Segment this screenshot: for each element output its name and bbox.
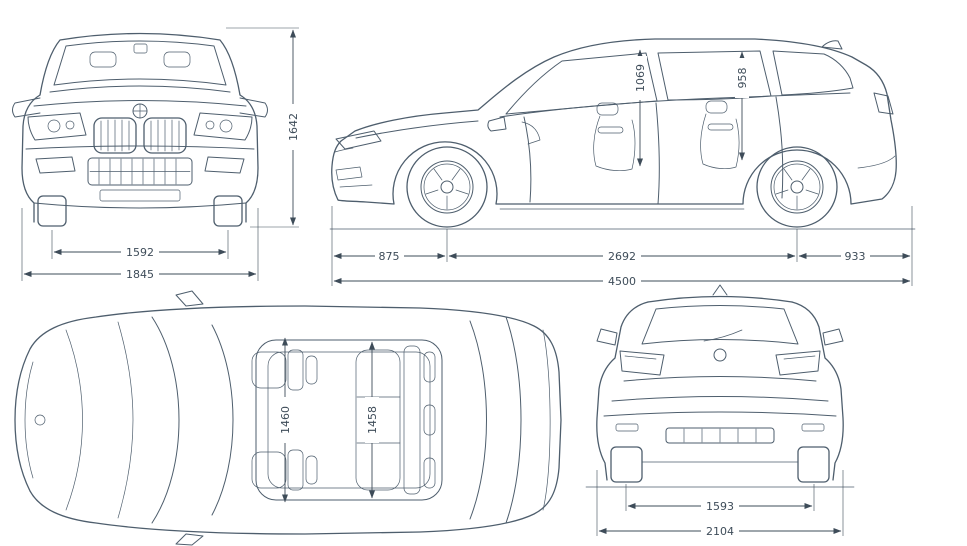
door-handle-rear	[707, 123, 734, 131]
side-mirror-icon	[487, 116, 507, 132]
front-body-right	[239, 94, 259, 223]
air-inlet-left	[35, 156, 76, 174]
antenna-fin-icon	[821, 40, 843, 50]
side-view-length-dimensions: 875 2692 933 4500	[331, 206, 913, 288]
front-seat-outline	[593, 115, 636, 172]
top-view	[14, 290, 562, 546]
tailgate-crease-lower	[611, 396, 829, 402]
tailgate-edge-arc	[542, 329, 551, 511]
overall-width-dim-label: 1845	[126, 268, 154, 281]
front-seat-headrest	[596, 102, 619, 116]
headrest-right	[163, 51, 191, 68]
front-overhang-dim-label: 875	[379, 250, 400, 263]
top-mirror-lower-icon	[175, 533, 204, 546]
hood-line	[33, 100, 247, 107]
hood-roundel-icon	[34, 414, 46, 426]
windshield	[53, 40, 227, 86]
rear-window-arc	[505, 316, 522, 524]
bumper-bottom	[33, 202, 247, 209]
rear-mirror-right-icon	[822, 328, 844, 346]
rear-body-right	[791, 301, 844, 481]
headlight-left	[27, 112, 87, 141]
rear-headroom-dim-label: 958	[736, 68, 749, 89]
rear-body-left	[596, 301, 649, 481]
skid-plate	[99, 189, 181, 202]
beltline	[499, 92, 851, 118]
bumper-line	[25, 145, 255, 150]
rearview-mirror	[133, 43, 148, 54]
rear-view	[585, 284, 855, 488]
rear-track-dim-label: 1593	[706, 500, 734, 513]
kidney-grille-right	[143, 117, 187, 154]
rear-overhang-dim-label: 933	[845, 250, 866, 263]
side-view	[329, 38, 916, 230]
rear-wiper	[703, 329, 743, 342]
reflector-right	[801, 423, 825, 432]
rear-side-window	[657, 50, 772, 101]
rear-window	[641, 305, 799, 345]
door-cut-lines	[523, 96, 784, 205]
front-headroom-dim-label: 1069	[634, 64, 647, 92]
front-roof-outline	[39, 32, 241, 96]
front-wheel	[406, 146, 488, 228]
rear-antenna-fin-icon	[712, 284, 728, 296]
wheelbase-dim-label: 2692	[608, 250, 636, 263]
taillight-side	[873, 92, 894, 115]
air-inlet-right	[204, 156, 245, 174]
rear-roundel-icon	[713, 348, 727, 362]
overall-height-dim-label: 1642	[287, 113, 300, 141]
roof-panel-outer	[255, 339, 443, 501]
tire-rear-left	[610, 446, 643, 483]
taillight-left	[619, 350, 665, 376]
side-silhouette	[331, 38, 897, 205]
hood-creases	[65, 321, 134, 519]
taillight-right	[775, 350, 821, 376]
headrest-left	[89, 51, 117, 68]
rear-bumper-line	[857, 155, 896, 169]
rear-bumper-top	[603, 411, 837, 417]
side-headlight	[335, 130, 382, 150]
width-incl-mirrors-dim-label: 2104	[706, 525, 734, 538]
roof-front-arc	[211, 324, 234, 516]
interior-width-front-dim-label: 1460	[279, 406, 292, 434]
door-handle-front	[597, 126, 624, 134]
top-mirror-upper-icon	[175, 290, 204, 307]
mirror-left-icon	[12, 97, 41, 118]
roof-panel-inner	[267, 351, 431, 489]
roof-rear-arc	[469, 320, 487, 520]
lower-grille	[87, 157, 193, 186]
tire-front-right	[213, 195, 243, 227]
front-track-dim-label: 1592	[126, 246, 154, 259]
rear-mirror-left-icon	[596, 328, 618, 346]
overall-length-dim-label: 4500	[608, 275, 636, 288]
tire-rear-right	[797, 446, 830, 483]
headlight-right	[193, 112, 253, 141]
interior-width-rear-dim-label: 1458	[366, 406, 379, 434]
kidney-grille-left	[93, 117, 137, 154]
cowl-line	[49, 85, 231, 93]
rear-roof-outline	[647, 295, 793, 303]
mirror-right-icon	[239, 97, 268, 118]
rear-seat-outline	[700, 113, 740, 170]
quarter-window	[772, 50, 854, 96]
tire-front-left	[37, 195, 67, 227]
rear-diffuser	[665, 427, 775, 444]
hood-crease	[355, 120, 479, 139]
front-bumper-contour	[24, 361, 34, 479]
reflector-left	[615, 423, 639, 432]
windshield-base-arc	[151, 316, 180, 524]
front-view	[12, 32, 268, 227]
rear-seat-headrest	[705, 100, 728, 114]
rear-wheel	[756, 146, 838, 228]
side-view-headroom-dimensions: 1069 958	[633, 49, 749, 167]
tailgate-crease-upper	[623, 376, 817, 382]
top-silhouette	[14, 305, 562, 535]
front-fascia-detail	[334, 147, 373, 188]
rear-view-dimensions: 1593 2104	[596, 470, 844, 538]
front-view-dimensions: 1592 1845 1642	[21, 27, 300, 281]
front-body-left	[21, 94, 41, 223]
dashboard-hint	[521, 121, 541, 145]
top-view-dimensions: 1460 1458	[278, 337, 379, 503]
